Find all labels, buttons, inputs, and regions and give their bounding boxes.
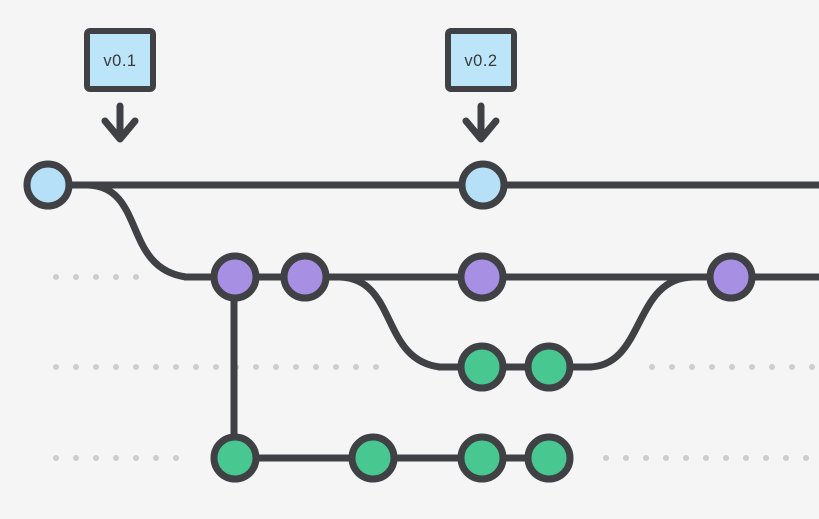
lane-dot	[809, 364, 815, 370]
lane-dot	[749, 364, 755, 370]
lane-dot	[333, 364, 339, 370]
lane-dot	[293, 364, 299, 370]
lane-dot	[623, 455, 629, 461]
lane-dot	[743, 455, 749, 461]
lane-dot	[113, 274, 119, 280]
lane-dot	[789, 364, 795, 370]
lane-dot	[173, 364, 179, 370]
lane-dot	[709, 364, 715, 370]
lane-dot	[53, 455, 59, 461]
lane-dot	[783, 455, 789, 461]
commit-node	[524, 433, 574, 483]
lane-dot	[683, 455, 689, 461]
commit-node	[210, 252, 260, 302]
commit-node	[348, 433, 398, 483]
lane-dot	[193, 364, 199, 370]
lane-dot	[53, 364, 59, 370]
lane-dot	[669, 364, 675, 370]
lane-dot	[643, 455, 649, 461]
lane-dot	[689, 364, 695, 370]
tag-box	[84, 28, 156, 92]
lane-dot	[723, 455, 729, 461]
merge-b-into-a	[584, 273, 698, 371]
lane-dot	[703, 455, 709, 461]
lane-dot	[133, 274, 139, 280]
tag-label: v0.2	[464, 52, 497, 70]
lane-dot	[73, 364, 79, 370]
lane-dot	[803, 455, 809, 461]
branch-out-a-to-b	[336, 273, 444, 371]
lane-dot	[373, 364, 379, 370]
lane-dot	[253, 364, 259, 370]
commit-node	[23, 160, 73, 210]
lane-dot	[153, 455, 159, 461]
down-arrow-head	[101, 117, 139, 143]
lane-dot	[53, 274, 59, 280]
commit-node	[706, 252, 756, 302]
lane-dot	[603, 455, 609, 461]
commit-node	[280, 252, 330, 302]
lane-dot	[113, 455, 119, 461]
down-arrow-head	[462, 117, 500, 143]
commit-node	[210, 433, 260, 483]
lane-dot	[153, 364, 159, 370]
lane-dot	[133, 364, 139, 370]
lane-dot	[73, 455, 79, 461]
lane-dot	[93, 455, 99, 461]
lane-dot	[769, 364, 775, 370]
commit-node	[524, 342, 574, 392]
commit-node	[457, 342, 507, 392]
commit-node	[458, 160, 508, 210]
lane-dot	[173, 455, 179, 461]
tag-label: v0.1	[103, 52, 136, 70]
lane-dot	[729, 364, 735, 370]
tag-box	[445, 28, 517, 92]
lane-dot	[113, 364, 119, 370]
lane-dot	[133, 455, 139, 461]
lane-dot	[93, 274, 99, 280]
lane-dot	[73, 274, 79, 280]
branch-out-main-to-a	[84, 181, 190, 281]
lane-dot	[313, 364, 319, 370]
lane-dot	[213, 364, 219, 370]
lane-dot	[273, 364, 279, 370]
lane-dot	[93, 364, 99, 370]
lane-dot	[649, 364, 655, 370]
commit-node	[457, 433, 507, 483]
lane-dot	[663, 455, 669, 461]
commit-node	[457, 252, 507, 302]
lane-dot	[763, 455, 769, 461]
lane-dot	[353, 364, 359, 370]
